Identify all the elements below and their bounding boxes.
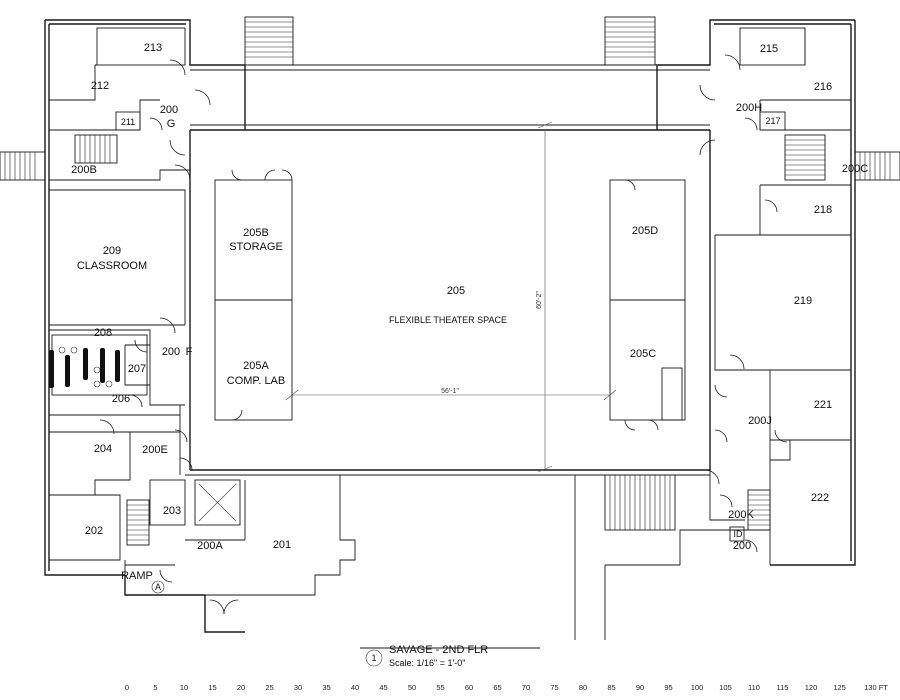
external-stair-left xyxy=(0,151,46,181)
label-205d: 205D xyxy=(632,225,658,237)
stair-203 xyxy=(126,499,150,546)
label-ramp: RAMP xyxy=(121,570,153,582)
label-id: ID xyxy=(734,529,744,539)
label-205b-num: 205B xyxy=(243,227,269,239)
label-219: 219 xyxy=(794,295,812,307)
label-211: 211 xyxy=(121,117,135,127)
stair-200c xyxy=(784,134,826,181)
scale-tick-label: 110 xyxy=(748,683,760,692)
label-205b-name: STORAGE xyxy=(229,241,283,253)
room-labels: 213 212 211 200 G 200B 209 CLASSROOM 208… xyxy=(71,42,868,592)
scale-tick-label: 15 xyxy=(208,683,216,692)
label-222: 222 xyxy=(811,492,829,504)
scale-tick-label: 80 xyxy=(579,683,587,692)
scale-tick-label: 45 xyxy=(379,683,387,692)
label-209-name: CLASSROOM xyxy=(77,260,147,272)
label-201: 201 xyxy=(273,539,291,551)
label-204: 204 xyxy=(94,443,112,455)
label-218: 218 xyxy=(814,204,832,216)
elevator xyxy=(194,479,241,526)
label-200h: 200H xyxy=(736,102,762,114)
scale-tick-label: 0 xyxy=(125,683,129,692)
scale-tick-label: 85 xyxy=(607,683,615,692)
stair-200k xyxy=(747,489,771,531)
scale-tick-label: 55 xyxy=(436,683,444,692)
label-208: 208 xyxy=(94,327,112,339)
right-wing xyxy=(604,27,900,542)
scale-tick-label: 70 xyxy=(522,683,530,692)
label-200-right: 200 xyxy=(733,540,751,552)
label-200b: 200B xyxy=(71,164,97,176)
scale-tick-label: 115 xyxy=(777,683,789,692)
title-number-circle xyxy=(365,649,383,667)
label-213: 213 xyxy=(144,42,162,54)
label-203: 203 xyxy=(163,505,181,517)
label-200f-letter: F xyxy=(186,346,193,358)
dimensions xyxy=(285,121,617,473)
label-207: 207 xyxy=(128,363,146,375)
scale-tick-label: 120 xyxy=(805,683,818,692)
scale-tick-label: 40 xyxy=(351,683,359,692)
dim-width-label: 56'-1" xyxy=(441,388,459,395)
label-ramp-marker: A xyxy=(155,582,161,592)
drawing-title: SAVAGE - 2ND FLR xyxy=(389,644,488,656)
external-stair-right xyxy=(854,151,900,181)
label-205a-name: COMP. LAB xyxy=(227,375,286,387)
scale-tick-label: 30 xyxy=(294,683,302,692)
scale-tick-label: 130 FT xyxy=(864,683,888,692)
dimension-labels: 56'-1" 60'-2" xyxy=(441,291,543,395)
scale-tick-label: 25 xyxy=(265,683,273,692)
label-200f-num: 200 xyxy=(162,346,180,358)
label-206: 206 xyxy=(112,393,130,405)
door-swings xyxy=(99,54,788,615)
label-205c: 205C xyxy=(630,348,656,360)
label-202: 202 xyxy=(85,525,103,537)
scale-tick-label: 105 xyxy=(719,683,732,692)
scale-tick-label: 60 xyxy=(465,683,473,692)
label-200c: 200C xyxy=(842,163,868,175)
scale-bar: 0 5 10 15 20 25 30 35 40 45 50 55 60 65 70 75 80 85 90 95 10… xyxy=(125,683,888,692)
label-217: 217 xyxy=(765,116,780,126)
top-stair-right xyxy=(604,16,656,66)
label-209-num: 209 xyxy=(103,245,121,257)
label-216: 216 xyxy=(814,81,832,93)
label-221: 221 xyxy=(814,399,832,411)
scale-tick-label: 35 xyxy=(322,683,330,692)
stair-lower-right xyxy=(604,474,676,531)
scale-tick-label: 65 xyxy=(493,683,501,692)
scale-tick-label: 125 xyxy=(833,683,846,692)
theater-walls xyxy=(189,124,711,476)
label-200k: 200K xyxy=(728,509,754,521)
scale-tick-label: 75 xyxy=(550,683,558,692)
toilet-fixtures xyxy=(49,346,120,388)
top-stair-left xyxy=(244,16,294,66)
scale-tick-label: 5 xyxy=(153,683,157,692)
title-number: 1 xyxy=(371,653,376,663)
scale-tick-label: 100 xyxy=(691,683,704,692)
label-205-num: 205 xyxy=(447,285,465,297)
label-205a-num: 205A xyxy=(243,360,269,372)
scale-tick-label: 90 xyxy=(636,683,644,692)
scale-tick-label: 95 xyxy=(664,683,672,692)
label-215: 215 xyxy=(760,43,778,55)
title-block: 1 SAVAGE - 2ND FLR Scale: 1/16" = 1'-0" xyxy=(360,644,540,668)
scale-tick-label: 50 xyxy=(408,683,416,692)
label-205-name: FLEXIBLE THEATER SPACE xyxy=(389,315,507,325)
label-200a: 200A xyxy=(197,540,223,552)
label-200e: 200E xyxy=(142,444,168,456)
drawing-scale: Scale: 1/16" = 1'-0" xyxy=(389,658,465,668)
left-wing xyxy=(0,27,246,594)
scale-tick-label: 10 xyxy=(180,683,188,692)
scale-tick-label: 20 xyxy=(237,683,245,692)
label-200g-num: 200 xyxy=(160,104,178,116)
label-200g-letter: G xyxy=(167,118,176,130)
label-212: 212 xyxy=(91,80,109,92)
dim-height-label: 60'-2" xyxy=(536,291,543,309)
exterior-walls xyxy=(44,19,856,640)
room-213-outline xyxy=(96,27,186,66)
ramp-marker xyxy=(151,580,165,594)
label-200j: 200J xyxy=(748,415,772,427)
stair-200b xyxy=(74,134,118,164)
